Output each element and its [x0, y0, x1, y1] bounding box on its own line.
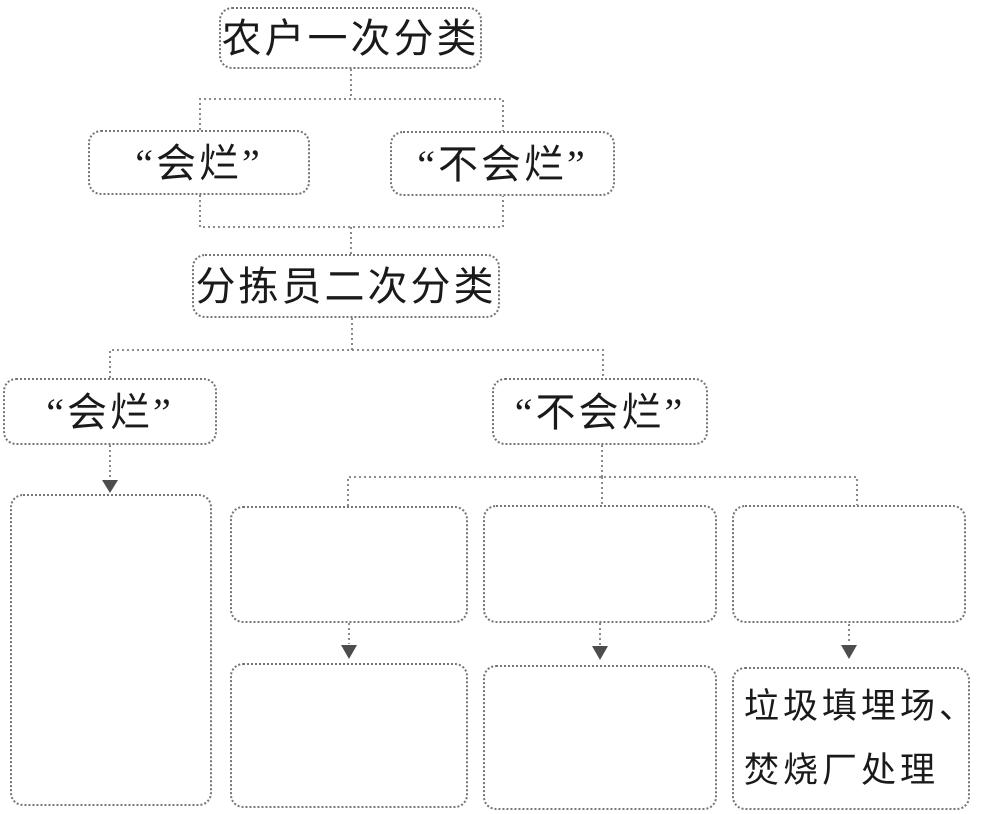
node-label: “会烂” — [135, 140, 263, 186]
connector-l4-branch — [347, 476, 858, 506]
node-label: 农户一次分类 — [221, 16, 480, 61]
arrowhead-icon — [341, 645, 357, 659]
connector-l1-branch — [199, 98, 504, 131]
arrowhead-icon — [592, 646, 608, 660]
arrowhead-icon — [102, 480, 118, 493]
empty-box-tall-left — [10, 494, 212, 806]
empty-box-row1-b — [483, 505, 717, 623]
node-farmer-primary-classification: 农户一次分类 — [219, 7, 482, 69]
node-label: “不会烂” — [514, 389, 686, 435]
empty-box-row2-b — [483, 665, 717, 810]
node-label-line1: 垃圾填埋场、 — [744, 686, 979, 726]
empty-box-row1-c — [732, 505, 966, 623]
connector-l3-branch — [109, 349, 604, 378]
node-label: “不会烂” — [417, 141, 588, 187]
connector-l2-merge — [199, 195, 504, 228]
arrowhead-icon — [841, 645, 857, 659]
node-wont-rot-level2: “不会烂” — [390, 131, 615, 196]
node-label: “会烂” — [46, 389, 174, 435]
node-landfill-incineration: 垃圾填埋场、 焚烧厂处理 — [732, 667, 974, 810]
node-will-rot-level3: “会烂” — [3, 378, 217, 445]
node-wont-rot-level3: “不会烂” — [492, 378, 708, 445]
node-label-line2: 焚烧厂处理 — [744, 750, 940, 790]
node-sorter-secondary-classification: 分拣员二次分类 — [192, 254, 500, 318]
node-will-rot-level2: “会烂” — [88, 130, 310, 195]
node-label: 分拣员二次分类 — [195, 264, 497, 309]
empty-box-row1-a — [230, 506, 468, 623]
empty-box-row2-a — [230, 663, 468, 808]
